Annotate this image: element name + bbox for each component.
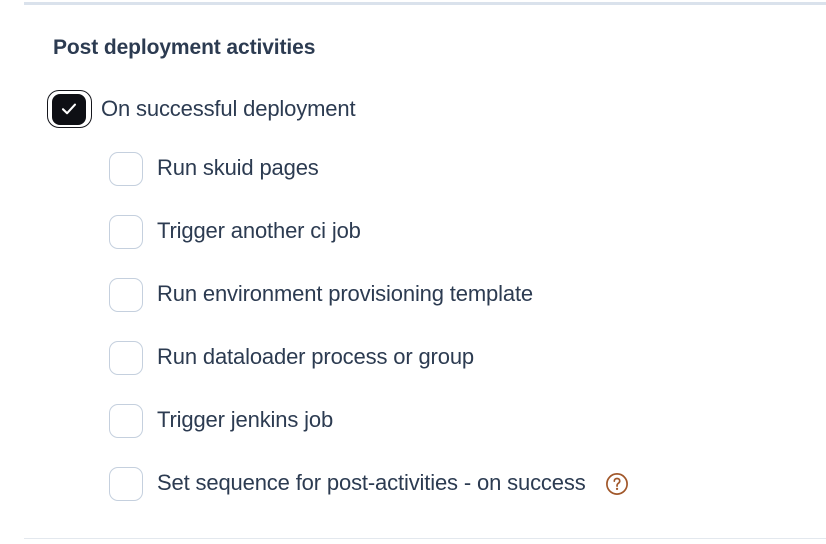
top-divider xyxy=(24,2,826,5)
checkbox-on-successful-deployment[interactable] xyxy=(47,90,92,128)
option-label: Run dataloader process or group xyxy=(157,344,474,370)
checkmark-icon xyxy=(61,103,77,115)
activities-list: On successful deployment Run skuid pages… xyxy=(0,81,826,515)
checkbox-run-dataloader-process-or-group[interactable] xyxy=(109,340,143,375)
option-label: Run environment provisioning template xyxy=(157,281,533,307)
checkbox-set-sequence-for-post-activities[interactable] xyxy=(109,466,143,501)
checkbox-trigger-another-ci-job[interactable] xyxy=(109,214,143,249)
option-label: Trigger another ci job xyxy=(157,218,361,244)
option-row-on-successful-deployment[interactable]: On successful deployment xyxy=(0,81,826,137)
checkbox-trigger-jenkins-job[interactable] xyxy=(109,403,143,438)
option-row-run-environment-provisioning-template[interactable]: Run environment provisioning template xyxy=(0,263,826,326)
option-row-run-skuid-pages[interactable]: Run skuid pages xyxy=(0,137,826,200)
checkbox-checked-box xyxy=(52,93,86,125)
option-row-trigger-another-ci-job[interactable]: Trigger another ci job xyxy=(0,200,826,263)
option-row-trigger-jenkins-job[interactable]: Trigger jenkins job xyxy=(0,389,826,452)
option-label: Run skuid pages xyxy=(157,155,319,181)
help-circle-icon[interactable] xyxy=(605,472,629,496)
option-label: On successful deployment xyxy=(101,95,356,121)
bottom-divider xyxy=(24,538,826,539)
option-label: Set sequence for post-activities - on su… xyxy=(157,470,586,496)
section-title: Post deployment activities xyxy=(53,36,316,59)
option-label: Trigger jenkins job xyxy=(157,407,334,433)
option-row-set-sequence-for-post-activities-on-success[interactable]: Set sequence for post-activities - on su… xyxy=(0,452,826,515)
option-row-run-dataloader-process-or-group[interactable]: Run dataloader process or group xyxy=(0,326,826,389)
checkbox-run-skuid-pages[interactable] xyxy=(109,151,143,186)
checkbox-run-environment-provisioning-template[interactable] xyxy=(109,277,143,312)
